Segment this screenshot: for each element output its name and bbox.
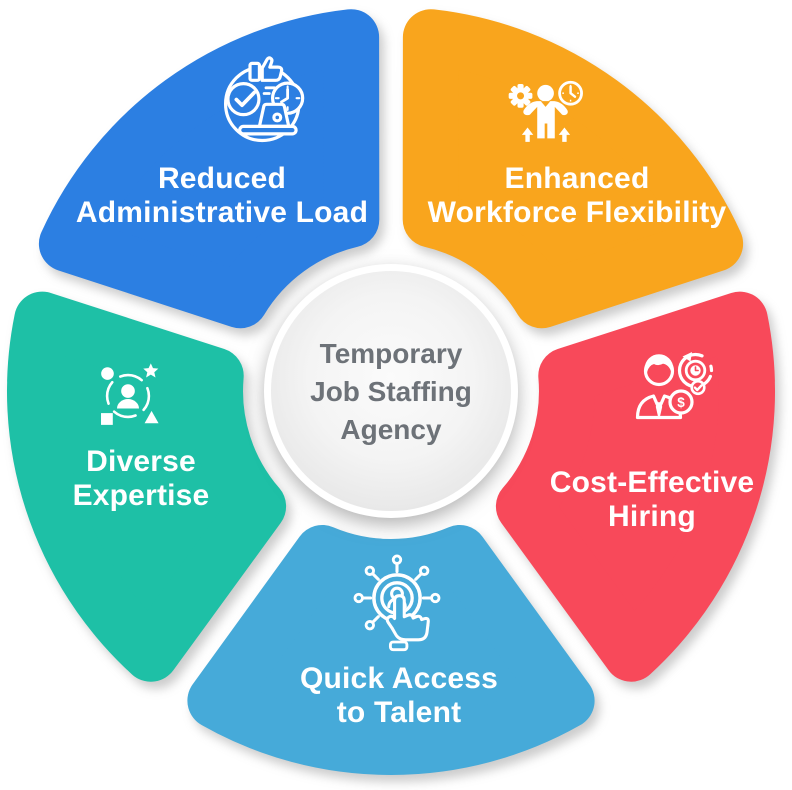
thumbs-up-icon [260,56,284,82]
petal-enhanced-workforce-flexibility [402,9,744,329]
clock-ticks [274,85,301,111]
segment-label-line: Hiring [608,500,696,533]
up-arrow-left [521,127,534,142]
laptop-logo [272,112,283,123]
center-label-line: Job Staffing [310,376,472,407]
center-label-line: Agency [340,414,442,445]
inner-ring [684,359,707,382]
center-circle [264,264,518,518]
gear-person-clock-icon [508,80,583,142]
segment-label-line: Enhanced [504,162,650,195]
person-hair [644,354,674,373]
segment-label-line: Diverse [86,445,196,478]
pointing-hand-icon [385,594,430,642]
person-head [537,84,554,102]
petal-diverse-expertise [7,291,287,682]
segment-label-diverse-expertise: Diverse Expertise [73,445,210,513]
segment-label-line: to Talent [336,696,462,729]
businessman-dollar-refresh-icon: $ [635,352,714,420]
person-body [523,101,568,139]
segment-label-line: Quick Access [299,662,499,695]
person-tie [655,402,663,418]
up-arrow-right [558,127,571,142]
clock-hands [280,88,290,104]
segment-label-line: Expertise [72,479,210,512]
laptop-base [238,124,298,136]
dollar-coin-icon [668,389,694,415]
square-shape [101,413,113,425]
clock-icon [558,80,583,106]
thumbs-up-sleeve [248,61,262,82]
network-node [418,565,430,576]
person-diverse-shapes-icon [101,363,159,425]
network-node [353,592,364,604]
star-shape [143,363,159,378]
person-shoulders [116,399,140,409]
network-node [364,565,375,576]
segment-label-reduced-administrative-load: Reduced Administrative Load [76,162,368,230]
segment-label-enhanced-workforce-flexibility: Enhanced Workforce Flexibility [428,162,727,230]
approval-clock-laptop-icon [223,56,305,143]
check-circle-icon [226,82,261,117]
check-mark [693,384,703,392]
refresh-arrowhead [682,352,692,362]
segment-label-line: Workforce Flexibility [427,196,727,229]
mini-clock-hands [694,366,699,372]
dollar-sign: $ [677,395,685,410]
gear-icon [508,83,533,108]
shirt-notch [540,101,551,107]
segment-label-line: Administrative Load [75,196,369,229]
network-node [364,619,375,631]
speed-lines [262,86,276,95]
talent-select-hand-icon [353,554,441,652]
person-head [121,384,135,398]
network-node [391,554,403,565]
network-node [430,592,441,604]
segment-label-line: Reduced [157,162,287,195]
hand-wrist [388,640,409,652]
segment-label-line: Cost-Effective [549,466,755,499]
network-spokes [361,562,433,624]
check-mark [234,90,257,108]
center-label-line: Temporary [319,338,463,369]
triangle-shape [144,410,159,424]
segment-label-cost-effective-hiring: Cost-Effective Hiring [550,466,755,534]
segment-label-quick-access-to-talent: Quick Access to Talent [300,662,498,730]
center-circle-face [271,271,511,511]
center-label: Temporary Job Staffing Agency [310,335,472,449]
dot-shape [101,367,114,380]
broken-circle [105,373,151,419]
